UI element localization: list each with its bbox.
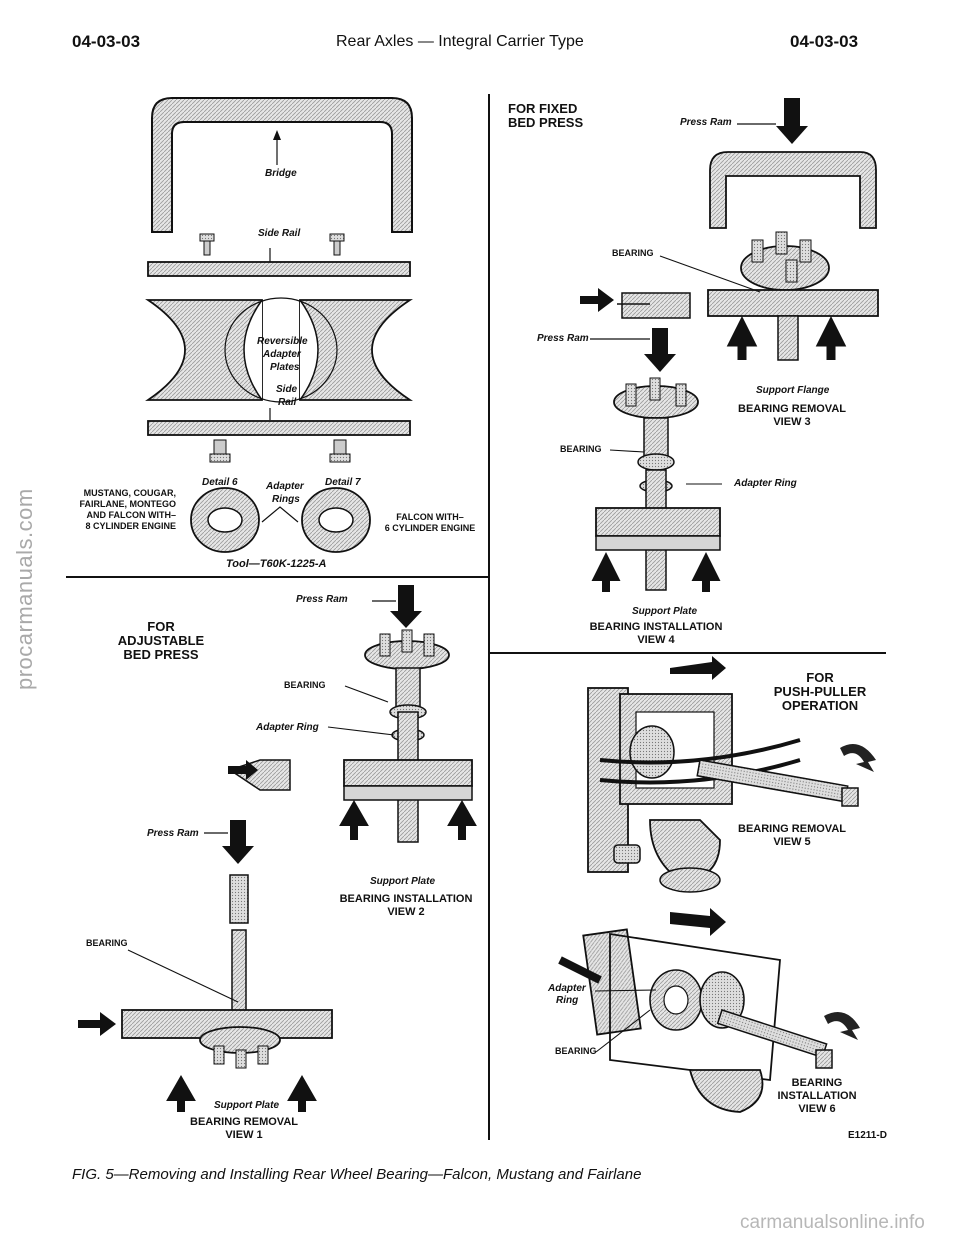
adapter-rings-drawing xyxy=(190,487,371,553)
label-adapter-rings-2: Rings xyxy=(272,494,300,505)
caption-line: VIEW 1 xyxy=(225,1129,263,1141)
caption-line: BEARING REMOVAL xyxy=(190,1116,298,1128)
caption-line: VIEW 4 xyxy=(637,634,675,646)
label-bearing-view3: BEARING xyxy=(612,248,654,258)
page-number-right: 04-03-03 xyxy=(790,32,859,51)
view6-drawing xyxy=(558,908,860,1113)
view4-drawing xyxy=(590,328,721,592)
label-adapter: Adapter xyxy=(263,349,301,360)
view2-drawing xyxy=(228,585,477,843)
label-bearing-view6: BEARING xyxy=(555,1046,597,1056)
label-bearing-view2: BEARING xyxy=(284,680,326,690)
label-side-rail-top: Side Rail xyxy=(258,228,301,239)
watermark-side: procarmanuals.com xyxy=(12,488,37,690)
heading-line: BED PRESS xyxy=(508,115,584,130)
heading-line: FOR xyxy=(806,670,834,685)
label-rail: Rail xyxy=(278,397,297,408)
caption-view4: BEARING INSTALLATION VIEW 4 xyxy=(578,621,734,647)
note-6-cylinder-line: 6 CYLINDER ENGINE xyxy=(384,523,476,533)
note-8-cylinder-line: MUSTANG, COUGAR, xyxy=(83,488,176,498)
caption-line: BEARING INSTALLATION xyxy=(589,621,723,633)
heading-adjustable-bed-press: FOR ADJUSTABLE BED PRESS xyxy=(96,620,226,662)
heading-line: OPERATION xyxy=(781,698,859,713)
heading-fixed-bed-press: FOR FIXED BED PRESS xyxy=(508,102,583,130)
caption-line: BEARING xyxy=(791,1077,843,1089)
view3-drawing xyxy=(580,98,879,361)
heading-push-puller: FOR PUSH-PULLER OPERATION xyxy=(762,671,878,713)
label-support-plate-view4: Support Plate xyxy=(632,606,698,617)
view5-drawing xyxy=(587,656,876,893)
label-bearing-view4: BEARING xyxy=(560,444,602,454)
heading-line: BED PRESS xyxy=(123,647,199,662)
caption-line: BEARING INSTALLATION xyxy=(339,893,473,905)
caption-view3: BEARING REMOVAL VIEW 3 xyxy=(728,403,856,429)
label-adapter-ring-view4: Adapter Ring xyxy=(734,478,797,489)
label-press-ram-view3: Press Ram xyxy=(680,117,732,128)
label-press-ram-view2: Press Ram xyxy=(296,594,348,605)
label-adapter-ring-view6: Adapter Ring xyxy=(548,983,586,1007)
left-divider xyxy=(66,576,488,578)
caption-line: VIEW 2 xyxy=(387,906,425,918)
label-adapter-rings-1: Adapter xyxy=(266,481,304,492)
note-8-cylinder-line: 8 CYLINDER ENGINE xyxy=(85,521,176,531)
view1-drawing xyxy=(78,820,333,1112)
label-side: Side xyxy=(276,384,298,395)
page-number-left: 04-03-03 xyxy=(72,32,141,51)
caption-line: INSTALLATION xyxy=(777,1090,857,1102)
watermark-bottom: carmanualsonline.info xyxy=(740,1212,925,1233)
label-detail-6: Detail 6 xyxy=(202,477,238,488)
label-bridge: Bridge xyxy=(265,168,297,179)
bolt-drawing-left xyxy=(199,233,215,256)
label-bearing-view1: BEARING xyxy=(86,938,128,948)
label-line: Ring xyxy=(556,995,579,1006)
label-support-plate-view2: Support Plate xyxy=(370,876,436,887)
note-8-cylinder-line: AND FALCON WITH– xyxy=(86,510,177,520)
bolt-drawing-right xyxy=(329,233,345,256)
illustration-code: E1211-D xyxy=(848,1130,887,1141)
label-press-ram-view1: Press Ram xyxy=(147,828,199,839)
note-6-cylinder: FALCON WITH– 6 CYLINDER ENGINE xyxy=(372,512,488,534)
tool-number: Tool—T60K-1225-A xyxy=(226,558,327,570)
note-8-cylinder: MUSTANG, COUGAR, FAIRLANE, MONTEGO AND F… xyxy=(72,488,177,532)
caption-view2: BEARING INSTALLATION VIEW 2 xyxy=(336,893,476,919)
heading-line: PUSH-PULLER xyxy=(773,684,867,699)
label-reversible: Reversible xyxy=(257,336,308,347)
label-press-ram-view4: Press Ram xyxy=(537,333,589,344)
bridge-drawing xyxy=(151,97,413,233)
figure-caption: FIG. 5—Removing and Installing Rear Whee… xyxy=(72,1166,642,1183)
note-6-cylinder-line: FALCON WITH– xyxy=(396,512,464,522)
leader-lines xyxy=(127,255,761,1053)
heading-line: FOR FIXED xyxy=(508,101,578,116)
caption-view1: BEARING REMOVAL VIEW 1 xyxy=(180,1116,308,1142)
label-detail-7: Detail 7 xyxy=(325,477,361,488)
note-8-cylinder-line: FAIRLANE, MONTEGO xyxy=(79,499,177,509)
label-support-flange: Support Flange xyxy=(756,385,830,396)
caption-line: BEARING REMOVAL xyxy=(738,403,846,415)
caption-line: BEARING REMOVAL xyxy=(738,823,846,835)
label-adapter-ring-view2: Adapter Ring xyxy=(256,722,319,733)
label-support-plate-view1: Support Plate xyxy=(214,1100,280,1111)
caption-line: VIEW 3 xyxy=(773,416,811,428)
caption-view5: BEARING REMOVAL VIEW 5 xyxy=(730,823,854,849)
page-title: Rear Axles — Integral Carrier Type xyxy=(336,33,584,50)
label-plates: Plates xyxy=(270,362,300,373)
caption-view6: BEARING INSTALLATION VIEW 6 xyxy=(764,1077,870,1116)
heading-line: ADJUSTABLE xyxy=(117,633,205,648)
heading-line: FOR xyxy=(147,619,175,634)
label-line: Adapter xyxy=(548,983,586,994)
caption-line: VIEW 6 xyxy=(798,1103,836,1115)
right-divider xyxy=(490,652,886,654)
caption-line: VIEW 5 xyxy=(773,836,811,848)
adapter-plates-drawing xyxy=(145,297,414,403)
center-divider xyxy=(488,94,490,1140)
